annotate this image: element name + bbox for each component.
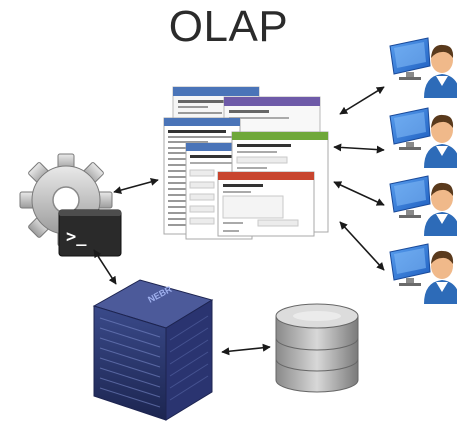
connection-arrows (93, 86, 385, 356)
arrow-server-database (221, 343, 271, 356)
arrow-forms-user3 (333, 181, 385, 206)
arrow-forms-user2 (333, 143, 385, 154)
arrow-process-server (93, 249, 117, 285)
arrow-process-forms (113, 178, 159, 194)
user-at-computer-icon (389, 175, 457, 237)
diagram-title: OLAP (168, 2, 289, 51)
user-at-computer-icon (389, 243, 457, 305)
database-icon (275, 303, 359, 393)
server-rack-icon: NEBR (92, 279, 214, 421)
user-at-computer-icon (389, 37, 457, 99)
user-at-computer-icon (389, 107, 457, 169)
web-forms-stack-icon (163, 86, 329, 240)
terminal-prompt: >_ (66, 227, 87, 247)
arrow-forms-user1 (339, 86, 385, 115)
arrow-forms-user4 (339, 221, 385, 271)
gear-terminal-icon: >_ (19, 153, 122, 257)
